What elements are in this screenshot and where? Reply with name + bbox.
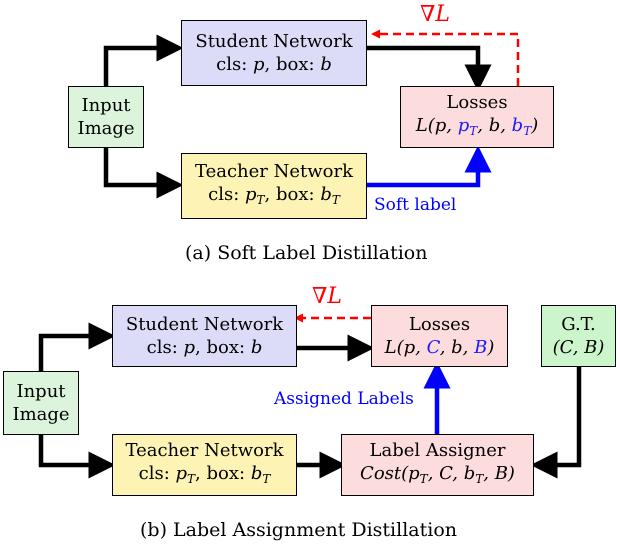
label-assigner-formula: Cost(pT, C, bT, B)	[360, 463, 515, 486]
label-assigner-title: Label Assigner	[369, 440, 506, 461]
soft-label-text: Soft label	[374, 195, 457, 215]
arrow-input-to-student-b	[38, 322, 116, 371]
teacher-network-title: Teacher Network	[194, 161, 354, 182]
arrow-gt-to-assigner-b	[530, 367, 582, 479]
ground-truth-box-b: G.T. (C, B)	[541, 305, 616, 367]
teacher-network-box-a: Teacher Network cls: pT, box: bT	[181, 153, 367, 219]
losses-title: Losses	[446, 92, 508, 113]
label-assigner-box-b: Label Assigner Cost(pT, C, bT, B)	[341, 434, 534, 496]
arrow-input-to-student-a	[103, 34, 184, 86]
arrow-input-to-teacher-a	[103, 148, 184, 199]
losses-formula: L(p, C, b, B)	[384, 337, 495, 358]
teacher-network-outputs: cls: pT, box: bT	[208, 184, 340, 207]
assigned-labels-text: Assigned Labels	[274, 389, 414, 409]
teacher-network-box-b: Teacher Network cls: pT, box: bT	[112, 434, 297, 496]
student-network-title: Student Network	[195, 31, 353, 52]
teacher-network-title: Teacher Network	[125, 440, 284, 461]
losses-box-b: Losses L(p, C, b, B)	[371, 305, 508, 367]
losses-box-a: Losses L(p, pT, b, bT)	[400, 86, 554, 148]
caption-a: (a) Soft Label Distillation	[185, 242, 428, 264]
student-network-outputs: cls: p, box: b	[146, 337, 263, 358]
gradient-label-a: ∇L	[420, 2, 450, 27]
caption-b: (b) Label Assignment Distillation	[140, 519, 458, 541]
gradient-label-b: ∇L	[312, 284, 342, 309]
gradient-arrow-a	[371, 29, 520, 86]
input-image-box-b: Input Image	[3, 371, 79, 435]
input-image-box-a: Input Image	[68, 86, 144, 148]
arrow-student-to-losses-a	[366, 45, 492, 92]
losses-formula: L(p, pT, b, bT)	[415, 115, 539, 138]
losses-title: Losses	[408, 314, 471, 335]
student-network-outputs: cls: p, box: b	[216, 54, 332, 75]
student-network-title: Student Network	[125, 314, 284, 335]
teacher-network-outputs: cls: pT, box: bT	[138, 463, 271, 486]
student-network-box-b: Student Network cls: p, box: b	[112, 305, 297, 367]
student-network-box-a: Student Network cls: p, box: b	[181, 20, 367, 86]
arrow-input-to-teacher-b	[38, 435, 116, 479]
arrow-teacher-to-losses-a	[366, 145, 492, 188]
